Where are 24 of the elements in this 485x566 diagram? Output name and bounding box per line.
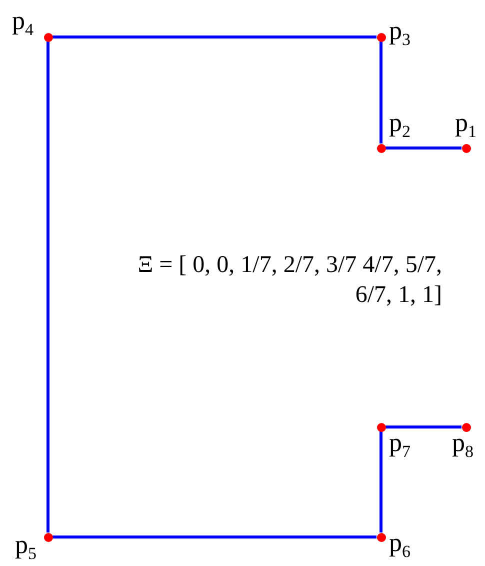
control-point bbox=[462, 144, 470, 152]
control-point bbox=[44, 32, 52, 42]
point-label: p$_{3}$ bbox=[389, 18, 410, 44]
polygon-line bbox=[380, 432, 382, 532]
point-label: p$_{1}$ bbox=[455, 110, 476, 136]
control-point bbox=[376, 532, 386, 542]
point-label: p$_{7}$ bbox=[389, 430, 410, 456]
control-point bbox=[376, 32, 386, 42]
point-label: p$_{8}$ bbox=[452, 430, 474, 456]
knot-vector-text: Ξ = [ 0, 0, 1/7, 2/7, 3/7 4/7, 5/7, 6/7, 1, 1] bbox=[136, 251, 442, 310]
polygon-line bbox=[386, 146, 462, 150]
polygon-line bbox=[52, 36, 376, 38]
point-label: p$_{2}$ bbox=[389, 110, 410, 136]
polygon-line bbox=[380, 42, 382, 144]
control-point bbox=[462, 422, 470, 432]
point-label: p$_{5}$ bbox=[15, 532, 36, 558]
point-label: p$_{4}$ bbox=[12, 8, 34, 34]
point-label: p$_{6}$ bbox=[389, 530, 410, 556]
control-point bbox=[44, 532, 52, 542]
polygon-line bbox=[386, 426, 462, 428]
polygon-line bbox=[46, 42, 50, 532]
control-point bbox=[376, 422, 386, 432]
polygon-line bbox=[52, 536, 376, 538]
control-point bbox=[376, 144, 386, 152]
